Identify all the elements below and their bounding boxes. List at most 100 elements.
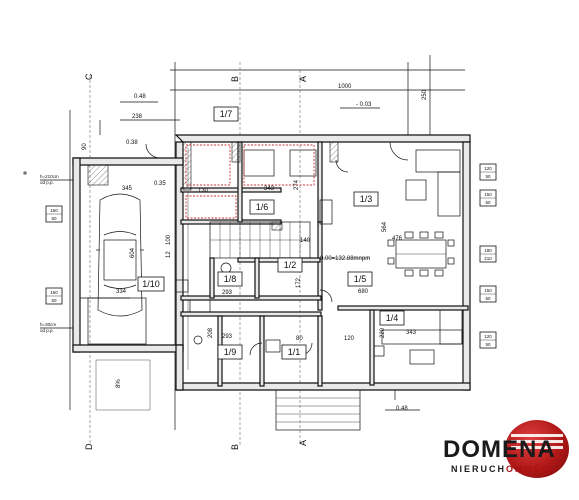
notes: h=210cm od p.p. h=30cm od p.p. 8% xyxy=(40,174,122,388)
svg-text:1/8: 1/8 xyxy=(224,274,237,284)
svg-text:od p.p.: od p.p. xyxy=(40,180,54,185)
room-1-10: 1/10 xyxy=(137,276,165,292)
svg-text:50: 50 xyxy=(485,174,491,179)
svg-text:476: 476 xyxy=(392,236,403,242)
window-markers xyxy=(23,171,27,175)
svg-text:1/5: 1/5 xyxy=(354,274,367,284)
room-1-9: 1/9 xyxy=(217,344,243,360)
level-markers: 0.48 0.38 0.35 - 0.03 0.48 0.00=132.88mn… xyxy=(126,94,408,412)
furniture xyxy=(175,149,463,365)
logo-sub-text: NIERUCHOMOŚCI xyxy=(451,464,555,474)
svg-text:150: 150 xyxy=(50,290,58,295)
window-tag-e3: 180 210 xyxy=(479,245,497,263)
svg-text:140: 140 xyxy=(300,238,311,244)
room-1-3: 1/3 xyxy=(353,191,379,207)
domena-logo: DOMENA NIERUCHOMOŚCI xyxy=(443,420,571,484)
svg-text:C: C xyxy=(84,73,94,80)
window-tag-e2: 150 50 xyxy=(479,189,497,207)
svg-text:- 0.03: - 0.03 xyxy=(356,102,372,108)
svg-text:1000: 1000 xyxy=(338,84,352,90)
exterior-walls xyxy=(72,134,471,391)
svg-text:208: 208 xyxy=(208,327,214,338)
svg-text:150: 150 xyxy=(484,288,492,293)
room-outlines xyxy=(185,144,315,219)
svg-text:564: 564 xyxy=(382,221,388,232)
svg-text:1/4: 1/4 xyxy=(386,313,399,323)
logo-main-text: DOMENA xyxy=(443,436,556,463)
svg-text:50: 50 xyxy=(485,200,491,205)
svg-text:D: D xyxy=(84,443,94,450)
svg-text:180: 180 xyxy=(484,248,492,253)
svg-text:50: 50 xyxy=(51,216,57,221)
svg-text:h=30cm: h=30cm xyxy=(40,322,56,327)
svg-text:0.48: 0.48 xyxy=(134,94,146,100)
room-1-7: 1/7 xyxy=(213,106,239,122)
svg-text:90: 90 xyxy=(82,143,88,150)
svg-text:B: B xyxy=(230,76,240,82)
svg-text:130: 130 xyxy=(198,188,209,194)
svg-text:1/10: 1/10 xyxy=(142,279,160,289)
svg-text:0.35: 0.35 xyxy=(154,181,166,187)
room-1-8: 1/8 xyxy=(217,271,243,287)
svg-text:A: A xyxy=(298,440,308,446)
room-1-5: 1/5 xyxy=(347,271,373,287)
svg-text:1/6: 1/6 xyxy=(256,202,269,212)
svg-text:50: 50 xyxy=(51,298,57,303)
room-1-2: 1/2 xyxy=(277,257,303,273)
room-1-1: 1/1 xyxy=(281,344,307,360)
svg-text:50: 50 xyxy=(485,296,491,301)
svg-text:250: 250 xyxy=(422,89,428,100)
svg-text:1/7: 1/7 xyxy=(220,109,233,119)
window-tags: 120 50 150 50 180 210 150 50 120 50 150 50 150… xyxy=(45,163,497,349)
svg-text:150: 150 xyxy=(50,208,58,213)
svg-text:120: 120 xyxy=(484,166,492,171)
window-tag-e5: 120 50 xyxy=(479,331,497,349)
room-labels: 1/7 1/6 1/3 1/2 1/8 1/5 1/10 1/4 1/9 1/1 xyxy=(137,106,405,360)
window-tag-e4: 150 50 xyxy=(479,285,497,303)
window-tag-w2: 150 50 xyxy=(45,287,63,305)
svg-text:220: 220 xyxy=(380,327,386,338)
svg-text:0.38: 0.38 xyxy=(126,140,138,146)
svg-text:1/3: 1/3 xyxy=(360,194,373,204)
dimension-labels: 1000 250 238 345 343 343 604 334 293 293… xyxy=(82,84,428,342)
svg-text:334: 334 xyxy=(116,289,127,295)
svg-text:120: 120 xyxy=(484,334,492,339)
svg-text:604: 604 xyxy=(130,247,136,258)
staircase xyxy=(209,221,311,259)
svg-text:h=210cm: h=210cm xyxy=(40,174,59,179)
svg-text:120: 120 xyxy=(344,336,355,342)
svg-text:1/9: 1/9 xyxy=(224,347,237,357)
svg-text:343: 343 xyxy=(406,330,417,336)
svg-text:A: A xyxy=(298,76,308,82)
svg-text:150: 150 xyxy=(484,192,492,197)
svg-text:293: 293 xyxy=(222,334,233,340)
svg-text:B: B xyxy=(230,444,240,450)
svg-text:80: 80 xyxy=(296,336,303,342)
svg-text:345: 345 xyxy=(122,186,133,192)
svg-text:210: 210 xyxy=(484,256,492,261)
svg-text:172: 172 xyxy=(296,277,302,288)
room-1-4: 1/4 xyxy=(379,310,405,326)
window-tag-e1: 120 50 xyxy=(479,163,497,181)
logo-disc-icon xyxy=(505,420,569,478)
window-tag-w1: 150 50 xyxy=(45,205,63,223)
room-1-6: 1/6 xyxy=(249,199,275,215)
svg-text:680: 680 xyxy=(358,289,369,295)
svg-text:238: 238 xyxy=(132,114,143,120)
entrance xyxy=(240,389,396,431)
svg-text:1/2: 1/2 xyxy=(284,260,297,270)
svg-text:1/1: 1/1 xyxy=(288,347,301,357)
svg-text:274: 274 xyxy=(294,179,300,190)
svg-text:8%: 8% xyxy=(116,379,122,388)
svg-text:50: 50 xyxy=(485,342,491,347)
svg-text:100: 100 xyxy=(166,234,172,245)
garage xyxy=(87,164,151,411)
svg-text:od p.p.: od p.p. xyxy=(40,328,54,333)
svg-text:343: 343 xyxy=(264,186,275,192)
svg-text:12: 12 xyxy=(166,251,172,258)
svg-text:293: 293 xyxy=(222,290,233,296)
section-markers: C B A D B A xyxy=(84,73,308,450)
svg-text:0.48: 0.48 xyxy=(396,406,408,412)
svg-text:0.00=132.88mnpm: 0.00=132.88mnpm xyxy=(320,256,370,262)
